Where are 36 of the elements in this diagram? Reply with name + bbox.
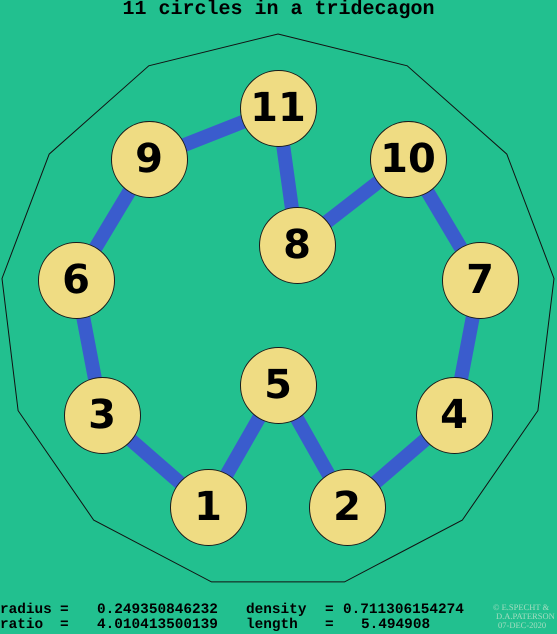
connector-bar — [76, 315, 102, 380]
connector-bar — [181, 115, 246, 152]
stat-name: density — [246, 603, 306, 618]
circle-number: 11 — [250, 88, 306, 128]
circle-number: 8 — [283, 225, 311, 265]
circle-number: 7 — [466, 260, 494, 300]
date-note: 07-DEC-2020 — [498, 621, 546, 630]
circle-number: 6 — [62, 260, 90, 300]
equals-sign: = — [60, 618, 69, 633]
stat-value: 4.010413500139 — [97, 618, 218, 633]
copyright-note: D.A.PATERSON — [496, 612, 555, 621]
connector-bar — [220, 414, 266, 478]
equals-sign: = — [60, 603, 69, 618]
circle-number: 5 — [264, 365, 292, 405]
equals-sign: = — [325, 603, 334, 618]
connector-bar — [322, 176, 383, 228]
stat-value: 5.494908 — [361, 618, 430, 633]
connector-bar — [290, 414, 335, 478]
equals-sign: = — [325, 618, 334, 633]
stat-value: 0.711306154274 — [343, 603, 464, 618]
stat-name: radius — [0, 603, 52, 618]
circle-number: 2 — [333, 487, 361, 527]
stat-value: 0.249350846232 — [97, 603, 218, 618]
stat-name: length — [246, 618, 298, 633]
connector-bar — [276, 144, 299, 210]
connector-bar — [421, 188, 467, 252]
circle-number: 9 — [135, 139, 163, 179]
connector-bar — [89, 187, 136, 252]
circle-number: 10 — [380, 139, 436, 179]
stat-name: ratio — [0, 618, 44, 633]
circle-number: 3 — [88, 395, 116, 435]
copyright-note: © E.SPECHT & — [493, 603, 550, 612]
circle-number: 1 — [194, 487, 222, 527]
connector-bar — [370, 434, 430, 488]
connector-bar — [454, 315, 480, 380]
circle-number: 4 — [440, 395, 468, 435]
